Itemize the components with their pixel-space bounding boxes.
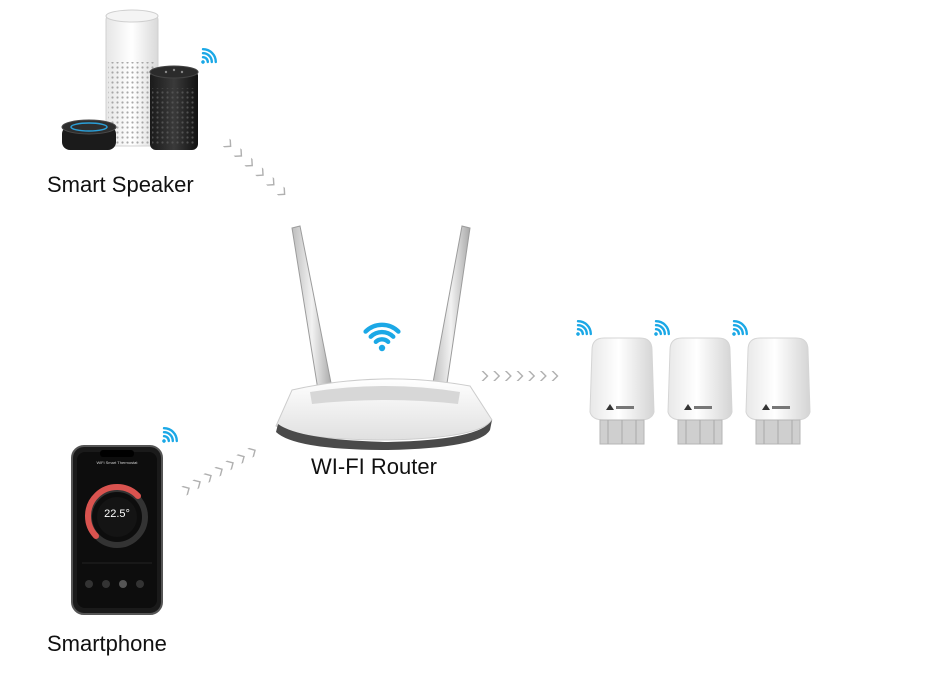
chevron-arrow-icon bbox=[181, 485, 190, 496]
chevron-arrow-icon bbox=[528, 371, 536, 381]
smartphone-label: Smartphone bbox=[47, 631, 167, 656]
chevron-arrow-icon bbox=[266, 177, 275, 186]
chevron-arrow-icon bbox=[233, 148, 243, 158]
wifi-icon bbox=[576, 320, 592, 336]
router-label: WI-FI Router bbox=[311, 454, 437, 479]
chevron-arrow-icon bbox=[276, 186, 286, 196]
wifi-icon bbox=[363, 322, 401, 352]
chevron-arrow-icon bbox=[225, 460, 234, 471]
valve-3 bbox=[745, 337, 811, 445]
chevron-arrow-icon bbox=[493, 371, 501, 381]
wifi-icon bbox=[201, 48, 217, 64]
valve-2 bbox=[667, 337, 733, 445]
phone-screen-title: WiFi Smart Thermostat bbox=[96, 460, 138, 465]
chevron-arrow-icon bbox=[255, 167, 264, 177]
chevron-arrow-icon bbox=[516, 371, 524, 381]
chevron-arrow-icon bbox=[551, 371, 559, 381]
chevron-arrow-icon bbox=[214, 466, 223, 477]
chevron-arrow-icon bbox=[236, 454, 245, 464]
chevron-arrow-icon bbox=[192, 479, 201, 490]
wifi-icon bbox=[162, 427, 178, 443]
dot-speaker bbox=[61, 119, 117, 150]
chevron-arrow-icon bbox=[244, 157, 253, 167]
phone-temperature-readout: 22.5° bbox=[104, 508, 130, 520]
tall-speaker bbox=[105, 9, 159, 147]
valve-1 bbox=[589, 337, 655, 445]
black-speaker bbox=[149, 65, 199, 150]
chevron-arrow-icon bbox=[222, 138, 232, 148]
chevron-arrow-icon bbox=[481, 371, 489, 381]
wifi-icon bbox=[732, 320, 748, 336]
chevron-arrow-icon bbox=[539, 371, 547, 381]
chevron-arrow-icon bbox=[203, 473, 212, 483]
chevron-arrow-icon bbox=[247, 447, 256, 458]
chevron-arrow-icon bbox=[504, 371, 512, 381]
wifi-icon bbox=[654, 320, 670, 336]
smart-speaker-label: Smart Speaker bbox=[47, 172, 194, 197]
